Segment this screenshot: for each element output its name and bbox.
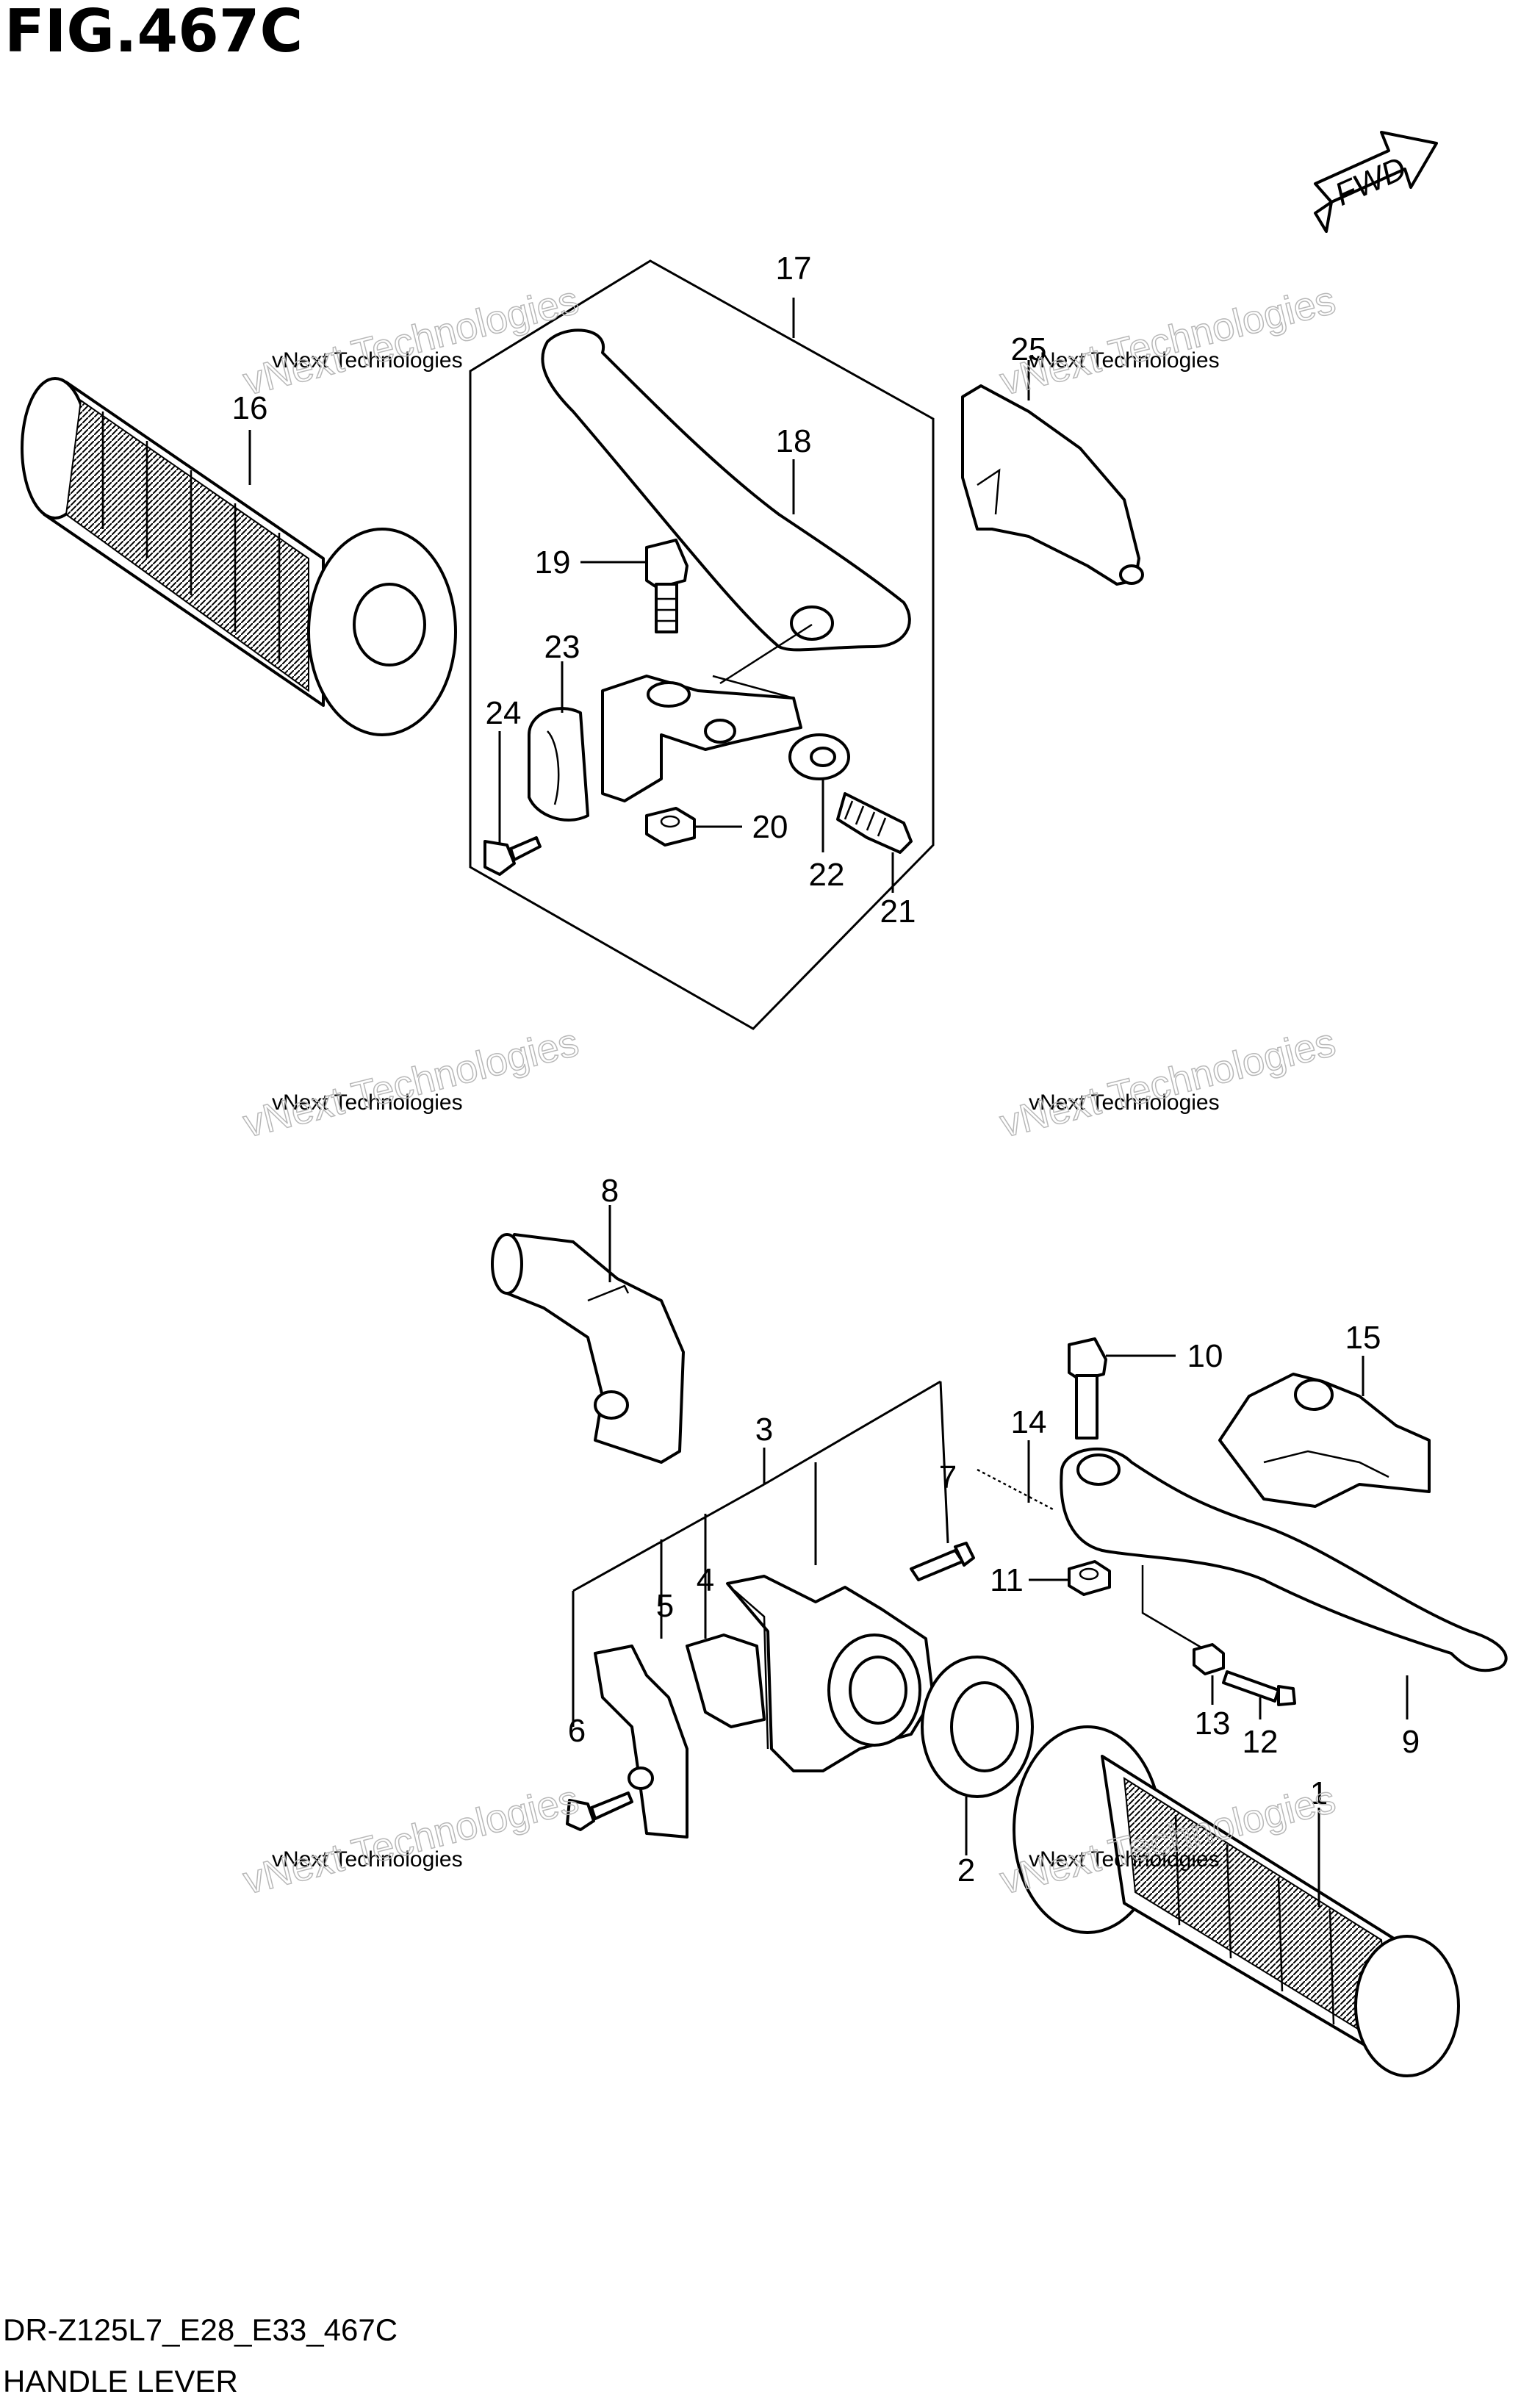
nut-11 (1068, 1560, 1111, 1596)
figure-name: HANDLE LEVER (3, 2364, 238, 2398)
bracket-3 (572, 1483, 765, 1592)
clamp-screw-24 (483, 836, 542, 876)
clutch-lever-18 (541, 328, 911, 685)
svg-text:vNext Technologies: vNext Technologies (996, 278, 1340, 403)
adjuster-bolt-12 (1222, 1670, 1296, 1706)
watermark: vNext Technologies vNext Technologies (239, 1020, 583, 1147)
figure-title: FIG.467C (4, 0, 303, 65)
throttle-housing (726, 1575, 935, 1772)
watermark: vNext Technologies vNext Technologies (996, 1020, 1340, 1147)
part-label-11: 11 (990, 1562, 1024, 1598)
part-label-9: 9 (1402, 1724, 1420, 1760)
leader-7 (939, 1381, 949, 1544)
part-label-14: 14 (1011, 1404, 1047, 1440)
watermark: vNext Technologies vNext Technologies (239, 278, 583, 405)
part-label-6: 6 (568, 1713, 586, 1749)
nut-13 (1193, 1643, 1225, 1675)
svg-text:vNext Technologies: vNext Technologies (1029, 1847, 1220, 1872)
part-label-22: 22 (809, 857, 845, 893)
part-label-23: 23 (544, 629, 580, 665)
lever-boot-15 (1218, 1373, 1431, 1508)
pivot-bolt-10 (1068, 1337, 1107, 1440)
leader-3a (763, 1380, 941, 1486)
holder-clamp-23 (528, 707, 589, 822)
screw-7 (910, 1542, 975, 1581)
part-label-12: 12 (1243, 1724, 1279, 1760)
part-label-16: 16 (232, 390, 268, 426)
throttle-cover-8 (491, 1233, 685, 1464)
part-label-7: 7 (939, 1459, 957, 1495)
fwd-arrow-icon: FWD (1314, 131, 1438, 233)
brake-lever-9 (1060, 1447, 1508, 1672)
svg-text:vNext Technologies: vNext Technologies (272, 348, 463, 373)
part-label-19: 19 (535, 545, 571, 581)
adjuster-bolt-21 (836, 792, 913, 854)
lever-holder (601, 675, 802, 802)
part-label-8: 8 (601, 1173, 619, 1209)
svg-text:vNext Technologies: vNext Technologies (239, 1777, 583, 1902)
left-grip-16 (21, 377, 457, 736)
housing-half-4 (686, 1634, 766, 1728)
screw-6 (566, 1791, 633, 1831)
right-grip-1 (1013, 1725, 1460, 2077)
part-label-10: 10 (1187, 1338, 1223, 1374)
svg-text:vNext Technologies: vNext Technologies (272, 1847, 463, 1872)
part-label-17: 17 (776, 251, 812, 287)
svg-text:vNext Technologies: vNext Technologies (239, 1020, 583, 1146)
svg-text:vNext Technologies: vNext Technologies (272, 1090, 463, 1115)
part-label-15: 15 (1345, 1320, 1381, 1356)
watermark: vNext Technologies vNext Technologies (239, 1777, 583, 1904)
svg-text:vNext Technologies: vNext Technologies (1029, 348, 1220, 373)
svg-text:vNext Technologies: vNext Technologies (239, 278, 583, 403)
adjuster-nut-22 (788, 733, 850, 780)
part-label-25: 25 (1011, 331, 1047, 367)
nut-20 (645, 807, 696, 847)
part-label-3: 3 (755, 1412, 773, 1448)
part-label-1: 1 (1310, 1775, 1328, 1811)
watermark: vNext Technologies vNext Technologies (996, 278, 1340, 405)
svg-text:vNext Technologies: vNext Technologies (1029, 1090, 1220, 1115)
part-number-labels: 17 16 25 18 19 23 24 20 22 21 8 3 10 15 … (232, 251, 1420, 1888)
part-label-13: 13 (1195, 1706, 1231, 1742)
cable-guide-5 (594, 1645, 688, 1839)
part-label-5: 5 (656, 1588, 674, 1624)
part-label-18: 18 (776, 423, 812, 459)
pivot-bolt-19 (645, 539, 688, 633)
part-label-2: 2 (957, 1852, 975, 1888)
throttle-pulley-2 (921, 1656, 1034, 1798)
part-label-20: 20 (752, 809, 788, 845)
lever-boot-25 (961, 384, 1144, 586)
svg-text:vNext Technologies: vNext Technologies (996, 1020, 1340, 1146)
part-label-4: 4 (697, 1562, 714, 1598)
part-label-24: 24 (486, 695, 522, 731)
assembly-17-frame (469, 259, 935, 1030)
spring-14 (977, 1468, 1055, 1512)
part-label-21: 21 (880, 894, 916, 930)
figure-code: DR-Z125L7_E28_E33_467C (3, 2312, 398, 2347)
